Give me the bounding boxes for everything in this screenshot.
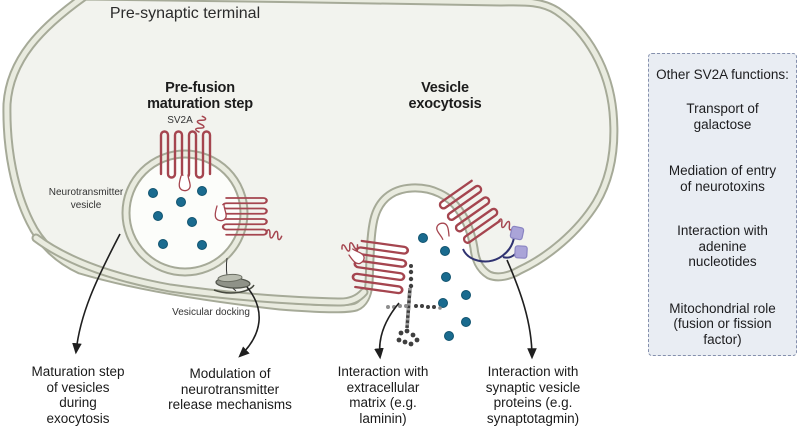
side-panel-item-mitochondrial: Mitochondrial role (fusion or fission fa…	[669, 300, 776, 347]
label-neurotransmitter-vesicle: Neurotransmitter vesicle	[48, 187, 124, 211]
side-panel-item-transport: Transport of galactose	[686, 101, 759, 132]
side-panel-item-neurotoxins: Mediation of entry of neurotoxins	[668, 163, 777, 194]
label-sv2a: SV2A	[167, 115, 193, 126]
laminin-molecule	[386, 264, 442, 347]
vesicular-docking-complex	[213, 257, 255, 294]
heading-prefusion: Pre-fusion maturation step	[147, 80, 253, 112]
synaptotagmin-complex	[462, 225, 528, 263]
label-vesicular-docking: Vesicular docking	[172, 307, 250, 318]
terminal-body	[2, 0, 619, 314]
annotation-modulation: Modulation of neurotransmitter release m…	[168, 366, 292, 412]
annotation-laminin: Interaction with extracellular matrix (e…	[337, 364, 429, 426]
annotation-synaptotagmin: Interaction with synaptic vesicle protei…	[485, 364, 581, 426]
active-zone-membrane	[31, 233, 369, 307]
arrow-laminin	[374, 302, 400, 360]
neurotransmitters-released	[418, 233, 471, 341]
side-panel-title: Other SV2A functions:	[656, 67, 789, 82]
arrow-modulation	[238, 286, 260, 358]
neurotransmitters-in-vesicle	[148, 186, 207, 250]
side-panel: Other SV2A functions: Transport of galac…	[648, 53, 797, 356]
side-panel-item-adenine: Interaction with adenine nucleotides	[677, 223, 768, 269]
annotation-arrows	[72, 233, 537, 360]
figure-title: Pre-synaptic terminal	[109, 5, 261, 22]
heading-exocytosis: Vesicle exocytosis	[408, 80, 482, 112]
annotation-maturation: Maturation step of vesicles during exocy…	[31, 364, 125, 426]
terminal-membrane-outline	[2, 0, 619, 314]
arrow-maturation	[72, 233, 121, 355]
arrow-synaptotagmin	[506, 259, 537, 360]
